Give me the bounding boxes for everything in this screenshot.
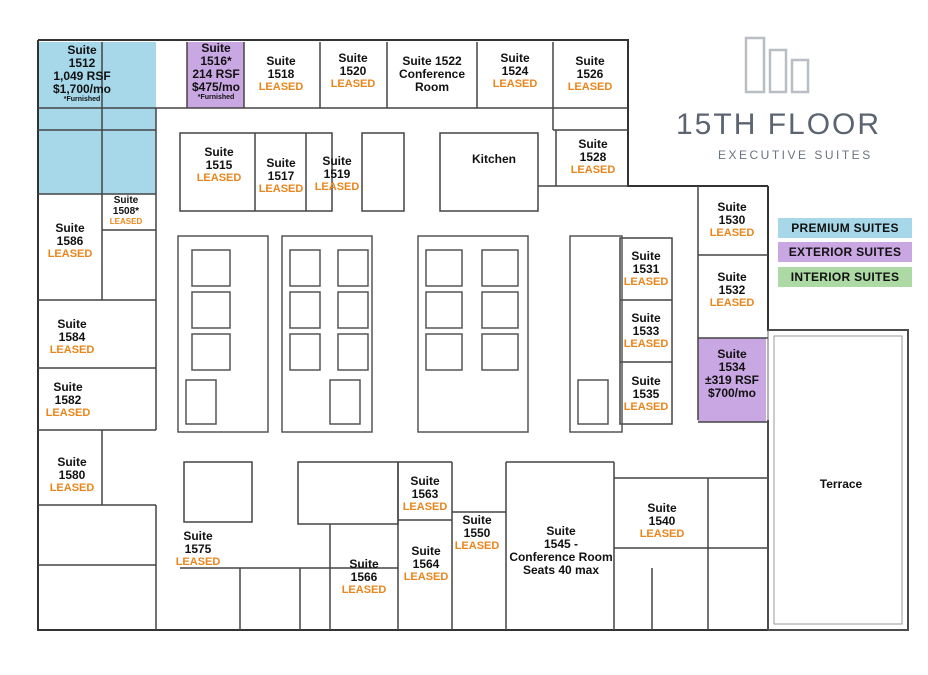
top-suite-walls [38, 42, 628, 194]
right-suite-walls [619, 186, 768, 425]
legend-interior-suites: INTERIOR SUITES [778, 267, 912, 287]
exterior-suite-1534-fill[interactable] [698, 338, 766, 422]
floor-title: 15TH FLOOR [676, 108, 882, 141]
elevator-core [177, 235, 623, 433]
terrace: Terrace [819, 477, 863, 491]
left-suite-walls [38, 193, 157, 630]
floor-subtitle: EXECUTIVE SUITES [718, 148, 873, 162]
building-logo-icon [744, 36, 810, 94]
premium-suite-1512-fill[interactable] [38, 42, 156, 194]
core-room-walls [179, 132, 628, 212]
bottom-suite-walls [180, 461, 768, 630]
legend-exterior-suites: EXTERIOR SUITES [778, 242, 912, 262]
terrace-area [767, 329, 909, 631]
exterior-suite-1516-fill[interactable] [187, 42, 244, 108]
kitchen: Kitchen [471, 152, 516, 166]
legend-premium-suites: PREMIUM SUITES [778, 218, 912, 238]
